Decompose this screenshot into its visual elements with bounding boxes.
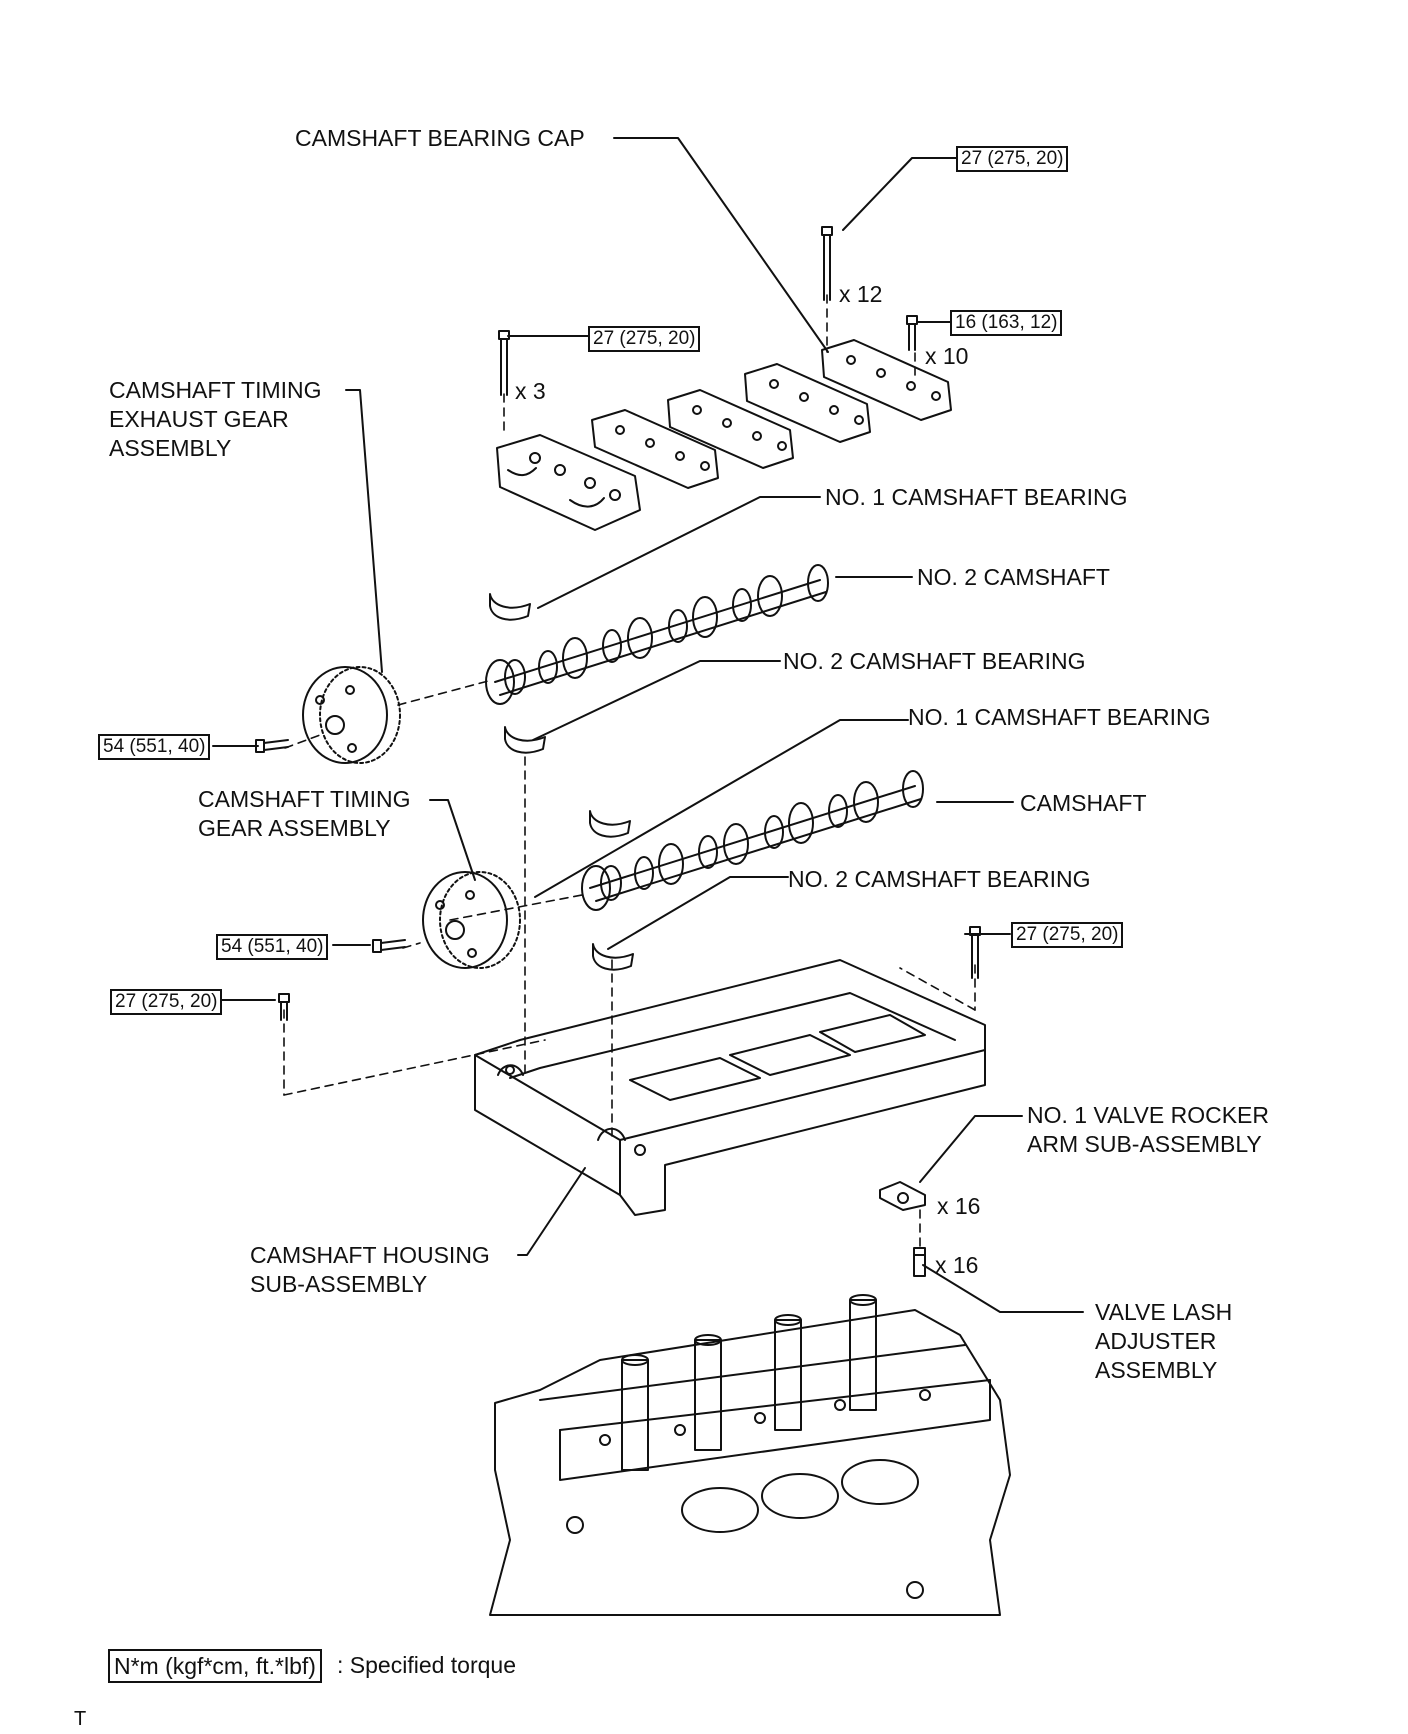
qty-cap-small-bolt: x 10 <box>925 343 969 369</box>
label-no1-camshaft-bearing-bottom: NO. 1 CAMSHAFT BEARING <box>908 704 1211 730</box>
leader-lines <box>212 137 1084 1313</box>
label-line: CAMSHAFT TIMING <box>198 786 411 812</box>
label-camshaft-housing: CAMSHAFT HOUSING SUB-ASSEMBLY <box>250 1241 490 1299</box>
torque-housing-right-bolt: 27 (275, 20) <box>1011 922 1124 948</box>
camshaft-housing <box>474 959 986 1216</box>
torque-timing-gear-bolt: 54 (551, 40) <box>216 934 329 960</box>
bolts <box>255 226 981 1021</box>
label-line: ADJUSTER <box>1095 1328 1217 1354</box>
corner-mark: T <box>74 1708 87 1730</box>
timing-gears <box>302 666 521 969</box>
label-camshaft-timing-gear: CAMSHAFT TIMING GEAR ASSEMBLY <box>198 785 411 843</box>
qty-lash-adjuster: x 16 <box>935 1252 979 1278</box>
label-line: GEAR ASSEMBLY <box>198 815 391 841</box>
torque-cap-bolt: 27 (275, 20) <box>956 146 1069 172</box>
qty-cap-bolt: x 12 <box>839 281 883 307</box>
camshaft-bearings <box>489 593 634 971</box>
label-line: ASSEMBLY <box>109 435 232 461</box>
legend-description: : Specified torque <box>337 1652 517 1678</box>
label-line: NO. 1 VALVE ROCKER <box>1027 1102 1269 1128</box>
label-line: CAMSHAFT HOUSING <box>250 1242 490 1268</box>
label-camshaft-bearing-cap: CAMSHAFT BEARING CAP <box>295 125 585 151</box>
camshafts <box>485 564 924 911</box>
label-line: ARM SUB-ASSEMBLY <box>1027 1131 1262 1157</box>
label-line: CAMSHAFT TIMING <box>109 377 322 403</box>
rocker-and-adjuster <box>879 1181 926 1277</box>
torque-cap-small-bolt: 16 (163, 12) <box>950 310 1063 336</box>
camshaft-bearing-caps <box>496 339 952 531</box>
label-no1-camshaft-bearing-top: NO. 1 CAMSHAFT BEARING <box>825 484 1128 510</box>
label-no2-camshaft-bearing-bottom: NO. 2 CAMSHAFT BEARING <box>788 866 1091 892</box>
label-camshaft-timing-exhaust-gear: CAMSHAFT TIMING EXHAUST GEAR ASSEMBLY <box>109 376 322 463</box>
alignment-lines <box>283 294 976 1249</box>
label-camshaft: CAMSHAFT <box>1020 790 1147 816</box>
label-no1-valve-rocker-arm: NO. 1 VALVE ROCKER ARM SUB-ASSEMBLY <box>1027 1101 1269 1159</box>
torque-front-cap-bolt: 27 (275, 20) <box>588 326 701 352</box>
torque-housing-left-bolt: 27 (275, 20) <box>110 989 223 1015</box>
torque-exhaust-gear-bolt: 54 (551, 40) <box>98 734 211 760</box>
label-line: EXHAUST GEAR <box>109 406 289 432</box>
cylinder-head <box>489 1294 1011 1616</box>
qty-rocker-arm: x 16 <box>937 1193 981 1219</box>
label-valve-lash-adjuster: VALVE LASH ADJUSTER ASSEMBLY <box>1095 1298 1232 1385</box>
legend-torque-unit: N*m (kgf*cm, ft.*lbf) <box>108 1649 322 1683</box>
qty-front-cap-bolt: x 3 <box>515 378 546 404</box>
label-line: ASSEMBLY <box>1095 1357 1218 1383</box>
label-line: VALVE LASH <box>1095 1299 1233 1325</box>
label-no2-camshaft: NO. 2 CAMSHAFT <box>917 564 1110 590</box>
label-no2-camshaft-bearing-top: NO. 2 CAMSHAFT BEARING <box>783 648 1086 674</box>
label-line: SUB-ASSEMBLY <box>250 1271 428 1297</box>
